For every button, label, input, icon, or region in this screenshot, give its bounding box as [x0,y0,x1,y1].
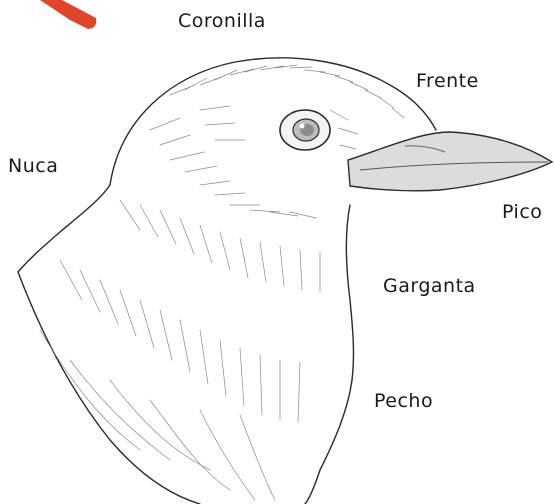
label-pecho: Pecho [374,390,433,412]
label-garganta: Garganta [383,275,476,297]
red-pointer-shape [40,0,96,29]
beak [348,132,552,191]
label-frente: Frente [416,70,479,92]
feather-strokes [40,65,404,500]
head-outline [18,58,436,504]
eye [280,110,330,150]
label-pico: Pico [502,201,542,223]
label-nuca: Nuca [8,155,58,177]
label-coronilla: Coronilla [178,10,266,32]
